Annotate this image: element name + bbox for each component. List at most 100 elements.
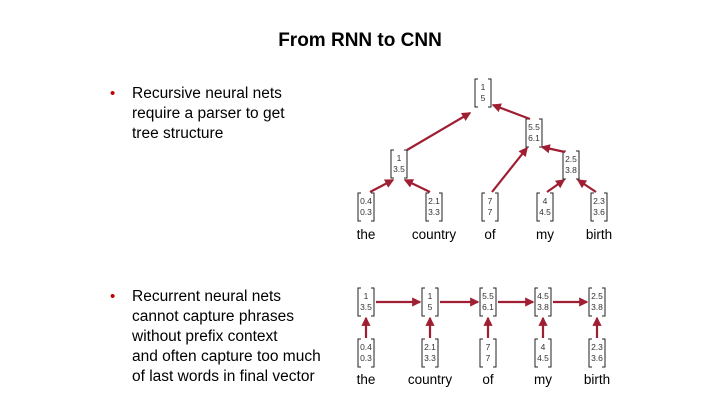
vector-value: 3.5 (360, 302, 372, 312)
vector-value: 5.5 (528, 122, 540, 132)
vector-value: 4.5 (537, 291, 549, 301)
hidden-state-vector: 15 (421, 287, 439, 317)
bracket-right (548, 287, 552, 317)
vector-value: 1 (428, 291, 433, 301)
bullet-recursive: • Recursive neural nets require a parser… (110, 84, 285, 144)
vector-value: 3.3 (428, 207, 440, 217)
bullet-line: and often capture too much (132, 348, 321, 365)
vector-value: 7 (488, 196, 493, 206)
bracket-right (371, 287, 375, 317)
word-vector: 44.5 (534, 338, 552, 368)
bullet-dot-icon: • (110, 85, 116, 102)
word-label: my (534, 372, 552, 387)
word-vector: 2.13.3 (425, 192, 443, 222)
bullet-line: require a parser to get (132, 105, 285, 122)
bracket-right (371, 192, 375, 222)
slide-title: From RNN to CNN (278, 30, 442, 51)
vector-value: 0.4 (360, 196, 372, 206)
vector-value: 2.5 (591, 291, 603, 301)
bracket-right (435, 287, 439, 317)
bullet-line: Recursive neural nets (132, 85, 282, 102)
vector-value: 2.1 (428, 196, 440, 206)
arrow (540, 144, 566, 154)
bracket-left (357, 287, 361, 317)
vector-value: 4 (543, 196, 548, 206)
arrow (576, 179, 597, 193)
vector-value: 3.8 (537, 302, 549, 312)
word-vector: 2.33.6 (588, 338, 606, 368)
bullet-dot-icon: • (110, 288, 116, 305)
arrow (491, 146, 528, 193)
bracket-left (479, 338, 483, 368)
vector-value: 6.1 (528, 133, 540, 143)
bracket-right (488, 78, 492, 108)
vector-value: 4.5 (539, 207, 551, 217)
vector-value: 7 (486, 342, 491, 352)
word-vector: 77 (479, 338, 497, 368)
word-label: my (536, 227, 554, 242)
vector-value: 0.3 (360, 353, 372, 363)
bracket-right (539, 118, 543, 148)
tree-node-vector: 2.53.8 (562, 150, 580, 180)
hidden-state-vector: 2.53.8 (588, 287, 606, 317)
vector-value: 5 (481, 93, 486, 103)
hidden-state-vector: 13.5 (357, 287, 375, 317)
vector-value: 2.5 (565, 154, 577, 164)
bracket-left (421, 338, 425, 368)
vector-value: 3.8 (565, 165, 577, 175)
arrow (546, 179, 566, 193)
vector-value: 3.3 (424, 353, 436, 363)
bracket-left (357, 192, 361, 222)
bracket-right (495, 192, 499, 222)
bracket-right (576, 150, 580, 180)
word-label: the (357, 227, 376, 242)
bracket-right (404, 149, 408, 179)
bracket-left (588, 338, 592, 368)
word-vector: 2.33.6 (590, 192, 608, 222)
bullet-recurrent: • Recurrent neural nets cannot capture p… (110, 287, 321, 387)
bracket-left (474, 78, 478, 108)
bracket-left (588, 287, 592, 317)
word-label: of (482, 372, 494, 387)
vector-value: 2.3 (591, 342, 603, 352)
vector-value: 1 (364, 291, 369, 301)
bracket-left (590, 192, 594, 222)
arrow (406, 112, 472, 151)
bracket-left (425, 192, 429, 222)
bracket-right (602, 338, 606, 368)
arrow (369, 179, 395, 193)
vector-value: 0.4 (360, 342, 372, 352)
bullet-line: Recurrent neural nets (132, 288, 282, 305)
word-vector: 44.5 (536, 192, 554, 222)
arrow (403, 179, 431, 193)
vector-value: 7 (488, 207, 493, 217)
bullet-line: cannot capture phrases (132, 308, 294, 325)
vector-value: 2.3 (593, 196, 605, 206)
tree-root-vector: 15 (474, 78, 492, 108)
word-label: country (412, 227, 457, 242)
bracket-left (479, 287, 483, 317)
bracket-right (439, 192, 443, 222)
bracket-left (390, 149, 394, 179)
word-label: of (484, 227, 496, 242)
recurrent-chain: 13.50.40.3the152.13.3country5.56.177of4.… (357, 287, 610, 387)
vector-value: 4.5 (537, 353, 549, 363)
bracket-left (357, 338, 361, 368)
hidden-state-vector: 4.53.8 (534, 287, 552, 317)
vector-value: 7 (486, 353, 491, 363)
word-vector: 77 (481, 192, 499, 222)
bracket-right (548, 338, 552, 368)
bullet-line: without prefix context (132, 328, 278, 345)
bracket-left (534, 287, 538, 317)
word-label: birth (586, 227, 612, 242)
bracket-right (604, 192, 608, 222)
vector-value: 4 (541, 342, 546, 352)
recursive-tree: 0.40.3the2.13.3country77of44.5my2.33.6bi… (357, 78, 612, 242)
word-vector: 0.40.3 (357, 338, 375, 368)
tree-node-vector: 5.56.1 (525, 118, 543, 148)
vector-value: 5.5 (482, 291, 494, 301)
bracket-right (493, 287, 497, 317)
hidden-state-vector: 5.56.1 (479, 287, 497, 317)
